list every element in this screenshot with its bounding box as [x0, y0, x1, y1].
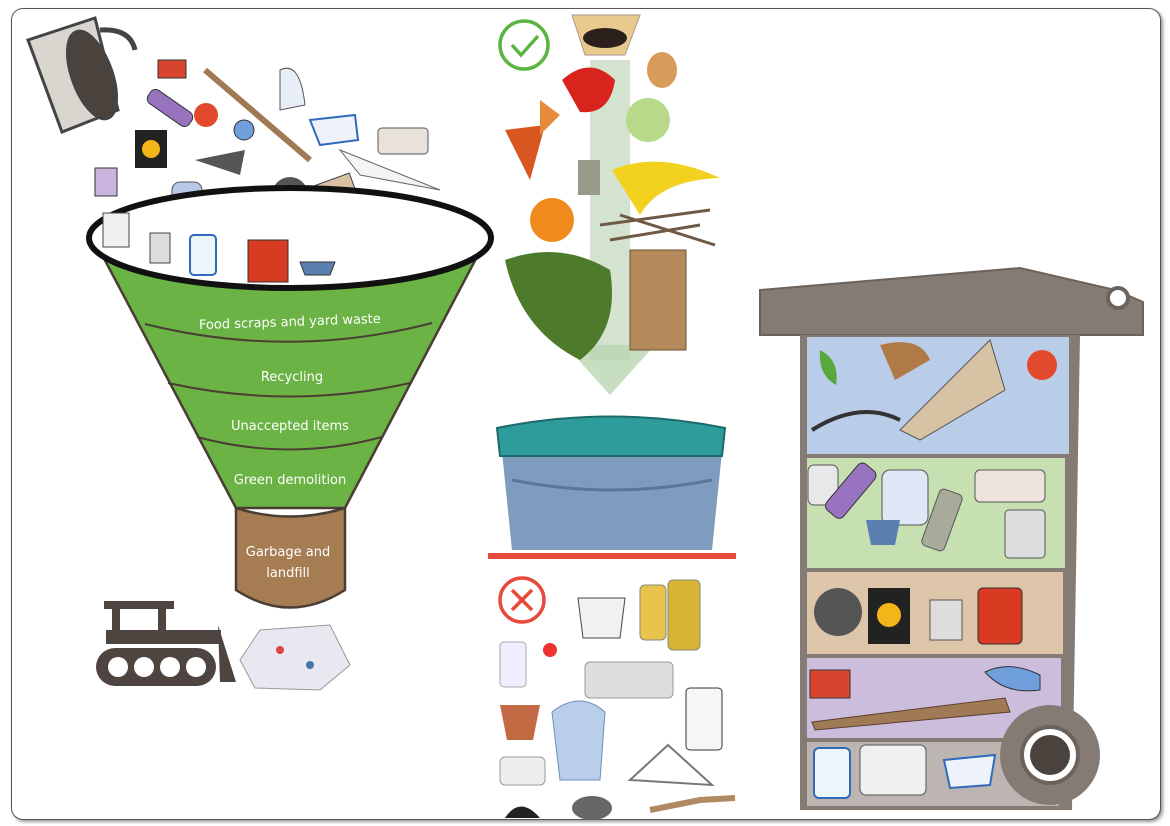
accepted-check-icon [498, 19, 550, 71]
funnel-layer-green-demolition: Green demolition [234, 473, 347, 488]
rejected-items [499, 579, 736, 820]
garbage-cart [759, 266, 1144, 810]
funnel-layer-food-scraps: Food scraps and yard waste [199, 312, 381, 333]
rejected-x-icon [498, 576, 546, 624]
bulldozer-icon [96, 601, 236, 686]
funnel-layer-unaccepted: Unaccepted items [231, 419, 349, 434]
funnel-spout-line2: landfill [266, 566, 309, 581]
funnel-layer-recycling: Recycling [261, 370, 323, 385]
waste-funnel: Food scraps and yard waste Recycling Una… [86, 185, 494, 609]
funnel-spout-line1: Garbage and [246, 545, 330, 560]
funnel-falling-items [102, 212, 336, 283]
landfill-pile [239, 624, 351, 691]
bucket-icon [26, 16, 138, 134]
organics-cart [495, 415, 727, 550]
separator-line [488, 553, 736, 559]
compostable-items [505, 14, 720, 360]
